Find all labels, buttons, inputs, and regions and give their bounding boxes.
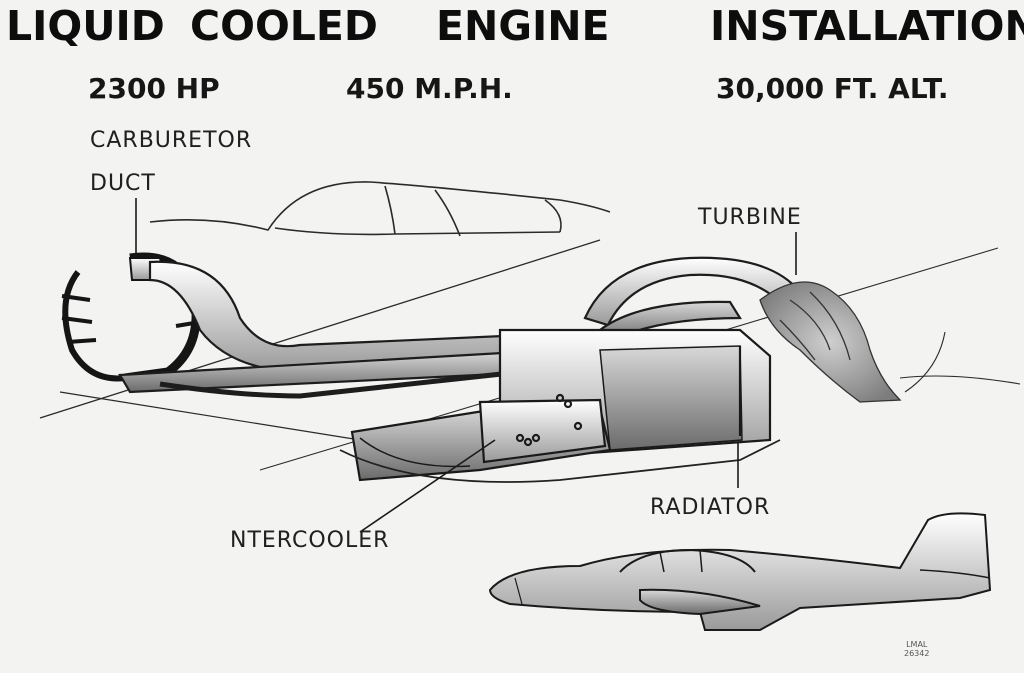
spec-horsepower: 2300 HP <box>88 72 220 105</box>
title-word-cooled: COOLED <box>190 2 378 50</box>
photo-mark-line2: 26342 <box>904 649 930 658</box>
lower-fairing <box>339 439 781 483</box>
title-word-liquid: LIQUID <box>6 2 165 50</box>
label-carburetor-duct-line1: CARBURETOR <box>90 128 253 153</box>
photo-mark: LMAL 26342 <box>904 640 929 658</box>
title-word-installation: INSTALLATION <box>710 2 1024 50</box>
photo-mark-line1: LMAL <box>906 640 928 649</box>
leader-lines <box>135 198 797 533</box>
aircraft-profile <box>488 512 992 631</box>
label-radiator: RADIATOR <box>650 495 771 520</box>
turbine-exhaust <box>759 281 902 403</box>
spec-altitude: 30,000 FT. ALT. <box>716 72 949 105</box>
title-word-engine: ENGINE <box>436 2 610 50</box>
label-intercooler: NTERCOOLER <box>230 528 390 553</box>
spec-speed: 450 M.P.H. <box>346 72 513 105</box>
label-carburetor-duct-line2: DUCT <box>90 171 156 196</box>
intercooler-box <box>350 393 612 482</box>
label-turbine: TURBINE <box>698 205 802 230</box>
